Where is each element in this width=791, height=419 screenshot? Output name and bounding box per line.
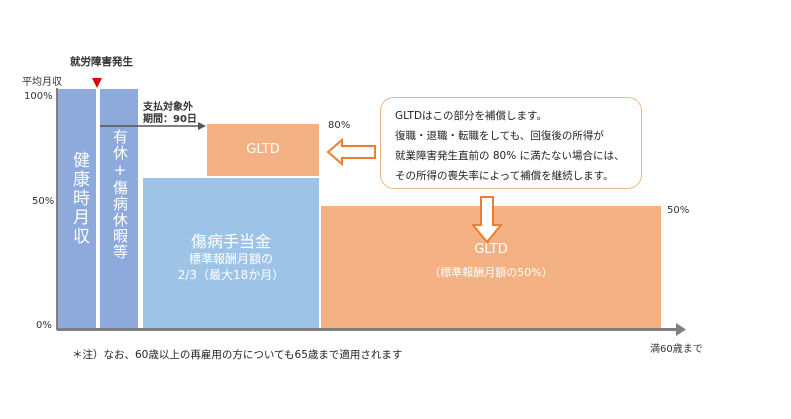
sickness-benefit-line2: 標準報酬月額の	[188, 252, 273, 266]
health-income-label: 健康時月収	[69, 151, 89, 246]
gltd-top-bar: GLTD	[207, 124, 319, 176]
pct-50-label: 50%	[667, 205, 690, 216]
sickness-benefit-title: 傷病手当金	[190, 232, 271, 251]
y-tick-0: 0%	[36, 320, 52, 331]
y-axis-title: 平均月収	[22, 77, 62, 88]
excluded-period-line1: 支払対象外	[143, 102, 193, 113]
footnote: ＊注）なお、60歳以上の再雇用の方についても65歳まで適用されます	[72, 349, 403, 361]
down-arrow-icon	[471, 196, 503, 244]
callout-line-1: GLTDはこの部分を補償します。	[395, 110, 547, 122]
gltd-callout: GLTDはこの部分を補償します。 復職・退職・転職をしても、回復後の所得が 就業…	[380, 97, 642, 189]
gltd-main-label: GLTD	[474, 242, 508, 257]
callout-line-2: 復職・退職・転職をしても、回復後の所得が	[395, 130, 604, 142]
paid-leave-bar: 有休+傷病休暇等	[100, 89, 138, 329]
x-axis-end-label: 満60歳まで	[650, 344, 703, 355]
paid-leave-label: 有休+傷病休暇等	[111, 129, 129, 260]
pct-80-label: 80%	[328, 120, 351, 131]
gltd-top-label: GLTD	[246, 142, 280, 157]
event-marker-icon	[92, 78, 102, 88]
y-tick-50: 50%	[32, 196, 55, 207]
callout-line-4: その所得の喪失率によって補償を継続します。	[395, 170, 614, 182]
y-tick-100: 100%	[24, 91, 53, 102]
health-income-bar: 健康時月収	[58, 89, 96, 329]
gltd-main-sublabel: （標準報酬月額の50%）	[429, 266, 553, 279]
left-arrow-icon	[326, 138, 376, 166]
sickness-benefit-line3: 2/3（最大18か月）	[177, 268, 285, 282]
callout-line-3: 就業障害発生直前の 80% に満たない場合には、	[395, 150, 625, 162]
sickness-benefit-bar: 傷病手当金 標準報酬月額の 2/3（最大18か月）	[143, 178, 319, 329]
excluded-period-arrow-icon	[100, 122, 206, 130]
excluded-period-line2: 期間：90日	[143, 114, 197, 125]
event-label: 就労障害発生	[70, 56, 133, 68]
